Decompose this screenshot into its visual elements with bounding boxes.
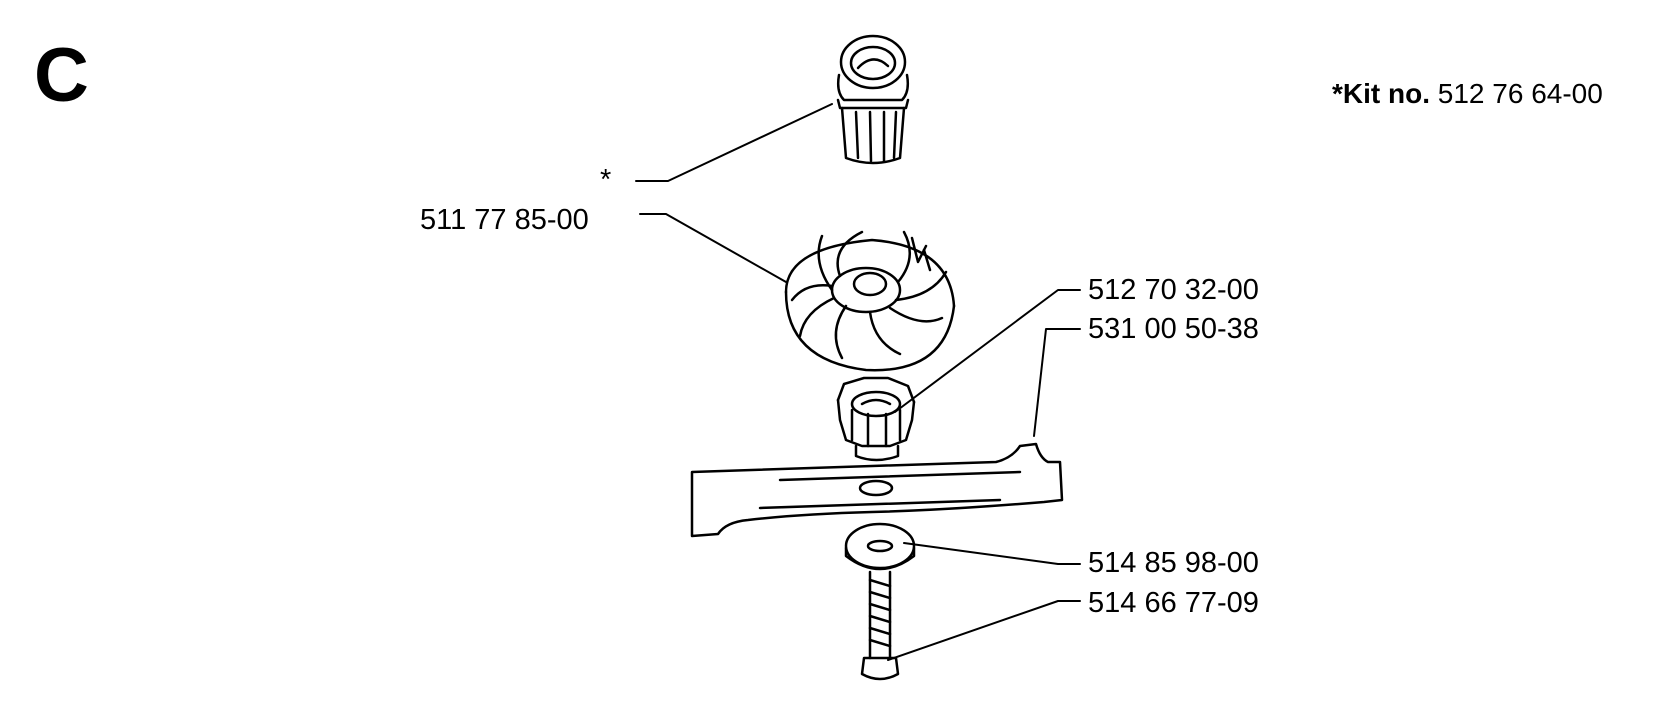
leader-washer [903,542,1081,565]
callout-plug: * [600,164,612,196]
leader-bolt [887,600,1081,661]
leader-plug [635,103,833,182]
kit-number-note: *Kit no. 512 76 64-00 [1332,80,1603,108]
section-letter: C [34,33,89,118]
washer-part [844,522,916,571]
leader-fan [639,213,787,283]
callout-blade: 531 00 50-38 [1088,313,1259,345]
plug-part [836,34,910,165]
callout-bolt: 514 66 77-09 [1088,587,1259,619]
leader-nut [894,289,1081,413]
leader-lines [635,103,1081,661]
bolt-part [860,570,900,681]
nut-part [836,376,916,462]
callout-washer: 514 85 98-00 [1088,547,1259,579]
kit-label: *Kit no. [1332,78,1430,109]
blade-part [690,442,1064,538]
callout-fan: 511 77 85-00 [420,204,589,236]
callout-nut: 512 70 32-00 [1088,274,1259,306]
kit-number: 512 76 64-00 [1437,78,1603,109]
leader-blade [1033,328,1081,437]
fan-part [784,230,956,372]
